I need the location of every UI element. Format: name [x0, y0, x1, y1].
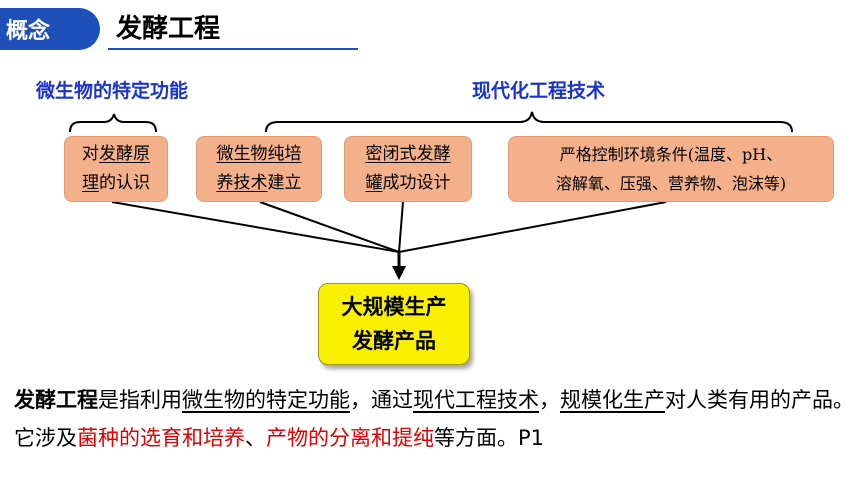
result-line-1: 大规模生产 [341, 295, 447, 319]
concept-tab-label: 概念 [6, 19, 51, 44]
connector-line-2 [259, 201, 400, 253]
header-underline [108, 48, 358, 50]
definition-paragraph: 发酵工程是指利用微生物的特定功能，通过现代工程技术，规模化生产对人类有用的产品。… [14, 388, 854, 450]
page-title: 发酵工程 [116, 14, 221, 44]
box-pure-culture-tech: 微生物纯培 养技术建立 [196, 136, 322, 202]
concept-tab: 概念 [0, 8, 100, 50]
right-brace [265, 111, 793, 133]
connector-line-3 [398, 201, 404, 253]
left-brace [69, 113, 157, 133]
arrow-head [392, 266, 406, 280]
box-sealed-fermenter: 密闭式发酵 罐成功设计 [344, 136, 472, 202]
box-environment-control: 严格控制环境条件(温度、pH、 溶解氧、压强、营养物、泡沫等) [508, 136, 834, 202]
connector-line-1 [111, 201, 400, 253]
box-fermentation-principle: 对发酵原 理的认识 [64, 136, 168, 202]
connector-line-4 [398, 201, 667, 253]
result-line-2: 发酵产品 [352, 329, 436, 353]
category-label-right: 现代化工程技术 [472, 80, 606, 102]
result-box: 大规模生产 发酵产品 [318, 283, 470, 365]
category-label-left: 微生物的特定功能 [36, 80, 189, 102]
